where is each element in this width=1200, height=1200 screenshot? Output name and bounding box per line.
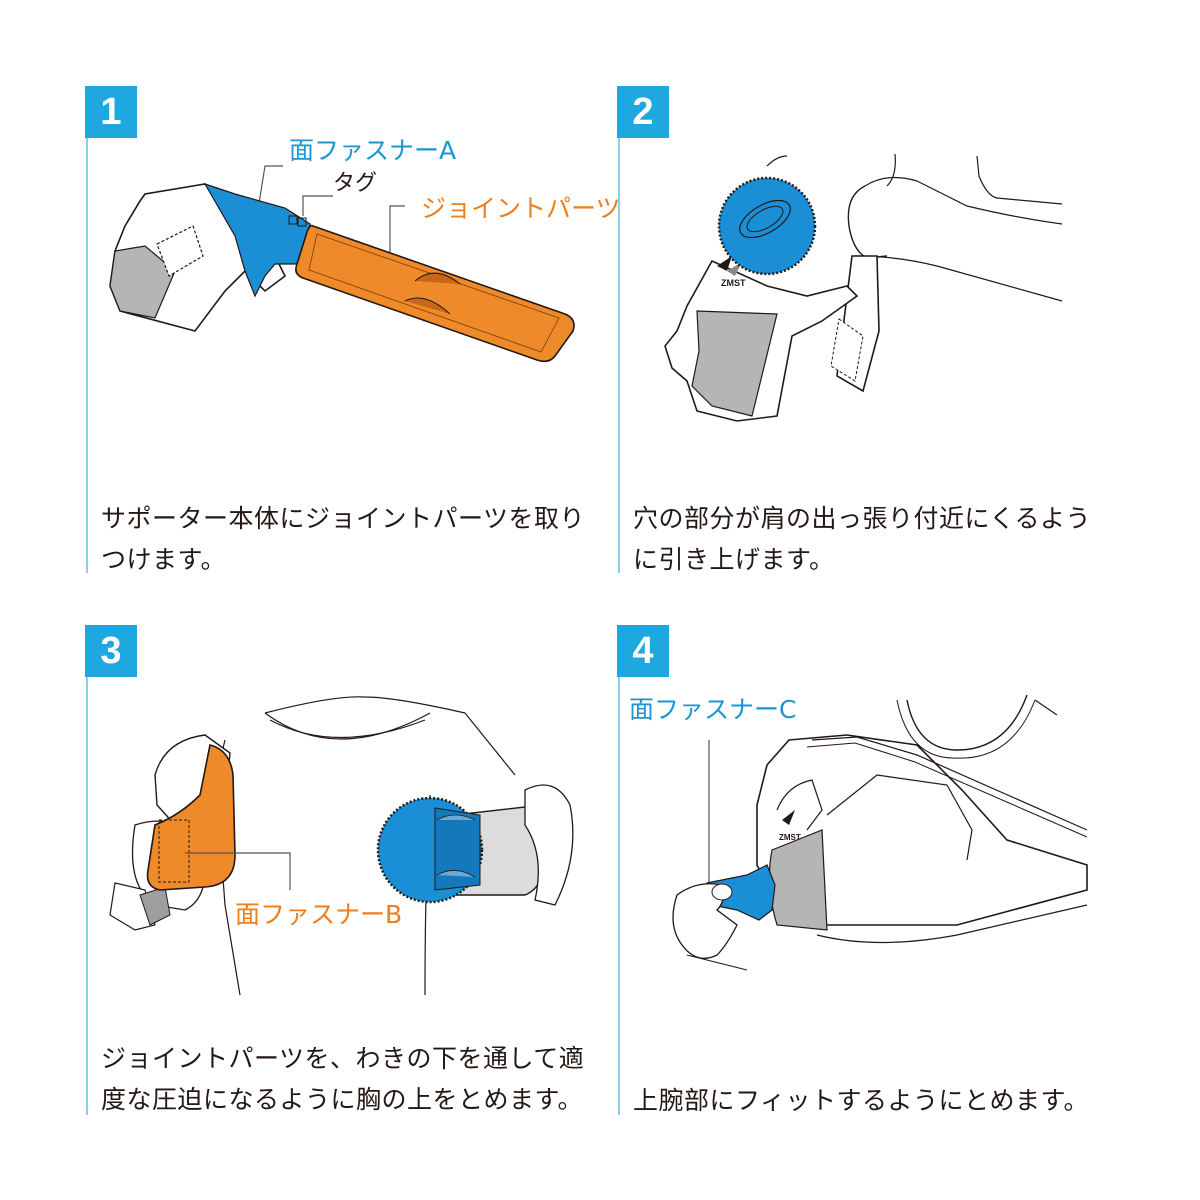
caption-line: 上腕部にフィットするようにとめます。 (633, 1086, 1090, 1115)
step-guide-line (618, 138, 620, 573)
caption-line: に引き上げます。 (633, 545, 835, 574)
tag-label: タグ (333, 171, 378, 196)
svg-text:ZMST: ZMST (779, 833, 801, 842)
step-number-badge: 3 (85, 625, 137, 677)
fastening-upper-arm-illustration: ZMST (672, 694, 1088, 971)
step-2: 2 ZMST 穴の部分が肩の出っ張り付近にくるよう に引き上げます。 (617, 86, 1147, 576)
step-caption: 上腕部にフィットするようにとめます。 (633, 1080, 1089, 1121)
step-number-badge: 1 (85, 86, 137, 138)
step-number-badge: 4 (617, 625, 669, 677)
caption-line: 度な圧迫になるように胸の上をとめます。 (101, 1085, 584, 1114)
step-guide-line (86, 677, 88, 1115)
fastener-a-label: 面ファスナーA (289, 136, 457, 165)
fastener-c-label: 面ファスナーC (629, 695, 797, 724)
step-4: 4 ZMST 面ファスナーC 上腕部にフィットするようにとめます。 (617, 625, 1147, 1115)
wrapping-joint-part-illustration (109, 696, 574, 996)
step-3: 3 面ファスナーB ジョイントパーツを、わきの下を通して適 度な圧迫になるように… (85, 625, 615, 1115)
step-caption: 穴の部分が肩の出っ張り付近にくるよう に引き上げます。 (633, 498, 1091, 580)
step-caption: ジョイントパーツを、わきの下を通して適 度な圧迫になるように胸の上をとめます。 (101, 1038, 584, 1120)
step-guide-line (618, 677, 620, 1115)
step-guide-line (86, 138, 88, 573)
pulling-support-illustration: ZMST (664, 153, 1063, 422)
joint-parts-label: ジョイントパーツ (421, 194, 621, 223)
caption-line: ジョイントパーツを、わきの下を通して適 (101, 1044, 585, 1073)
fastener-b-label: 面ファスナーB (235, 900, 403, 929)
caption-line: サポーター本体にジョイントパーツを取り (101, 504, 586, 533)
step-1: 1 面ファスナーA タグ ジョイントパーツ サポーター本体にジョイントパーツを取… (85, 86, 621, 576)
step-caption: サポーター本体にジョイントパーツを取り つけます。 (101, 498, 585, 580)
svg-text:ZMST: ZMST (721, 278, 746, 288)
step-number-badge: 2 (617, 86, 669, 138)
shoulder-support-illustration (109, 165, 575, 363)
caption-line: つけます。 (101, 545, 227, 574)
caption-line: 穴の部分が肩の出っ張り付近にくるよう (633, 504, 1092, 533)
